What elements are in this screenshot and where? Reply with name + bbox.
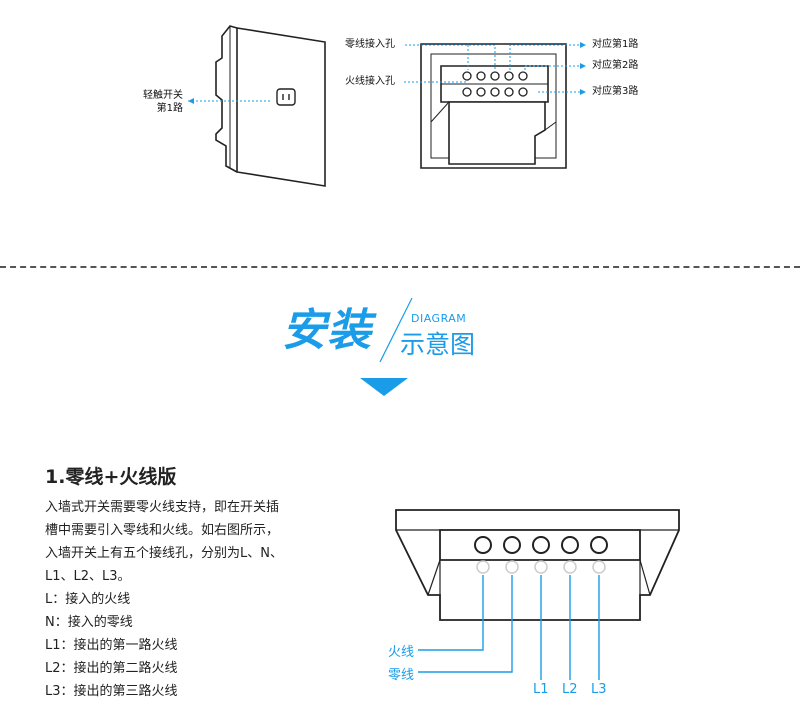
- para-line-6: N：接入的零线: [45, 615, 133, 630]
- l1-label: L1: [533, 682, 549, 697]
- terminal-holes: [476, 560, 606, 574]
- para-line-9: L3：接出的第三路火线: [45, 684, 178, 699]
- route3-label: 对应第3路: [592, 86, 639, 97]
- dashed-divider: [0, 266, 800, 268]
- section1-title: 1.零线+火线版: [45, 466, 177, 488]
- neutral-wire: [418, 575, 513, 673]
- right-callout-arrowheads: [580, 42, 586, 95]
- touch-switch-label-line1: 轻触开关: [143, 90, 183, 101]
- l2-label: L2: [562, 682, 578, 697]
- switch-back-view: [420, 43, 567, 169]
- section1-paragraph: 入墙式开关需要零火线支持，即在开关插 槽中需要引入零线和火线。如右图所示， 入墙…: [45, 496, 320, 703]
- live-wire: [418, 575, 484, 651]
- touch-switch-label-line2: 第1路: [156, 103, 183, 114]
- switch-side-view: [215, 25, 326, 187]
- title-slash: [379, 297, 413, 363]
- top-diagram: [188, 25, 586, 187]
- para-line-4: L1、L2、L3。: [45, 569, 131, 584]
- wiring-diagram: [395, 509, 680, 680]
- para-line-5: L：接入的火线: [45, 592, 131, 607]
- para-line-3: 入墙开关上有五个接线孔，分别为L、N、: [45, 546, 283, 561]
- neutral-wire-label: 零线: [388, 668, 415, 683]
- touch-switch-label: 轻触开关 第1路: [143, 89, 183, 115]
- para-line-1: 入墙式开关需要零火线支持，即在开关插: [45, 500, 280, 515]
- live-wire-label: 火线: [388, 645, 415, 660]
- l3-label: L3: [591, 682, 607, 697]
- live-hole-label: 火线接入孔: [345, 76, 395, 87]
- left-callout-arrow: [188, 98, 272, 104]
- touch-button-icon: [276, 88, 296, 106]
- route1-label: 对应第1路: [592, 39, 639, 50]
- route2-label: 对应第2路: [592, 60, 639, 71]
- neutral-hole-label: 零线接入孔: [345, 39, 395, 50]
- terminal-screws: [474, 536, 608, 554]
- section-title-sub: 示意图: [400, 330, 476, 359]
- section-title-main: 安装: [282, 305, 372, 356]
- section-title-english: DIAGRAM: [411, 312, 467, 325]
- para-line-2: 槽中需要引入零线和火线。如右图所示，: [45, 523, 280, 538]
- wires: [418, 575, 600, 680]
- right-callout-lines: [404, 44, 583, 93]
- chevron-down-icon: [360, 378, 408, 396]
- terminal-holes-top: [462, 71, 528, 97]
- para-line-7: L1：接出的第一路火线: [45, 638, 178, 653]
- para-line-8: L2：接出的第二路火线: [45, 661, 178, 676]
